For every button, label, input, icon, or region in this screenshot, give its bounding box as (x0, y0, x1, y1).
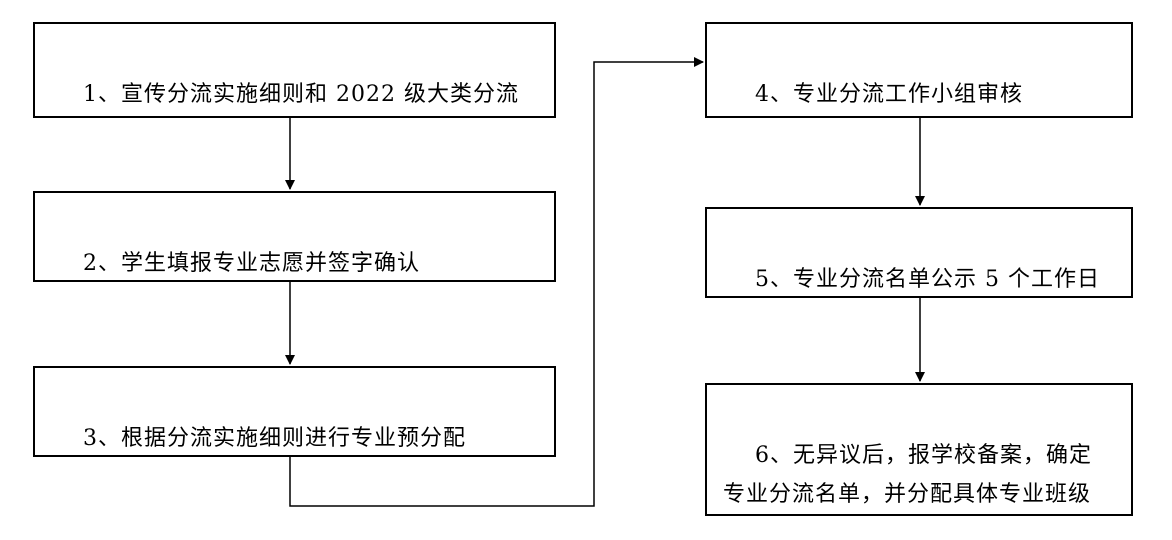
step-2-text: 2、学生填报专业志愿并签字确认 (82, 251, 420, 276)
step-4-text: 4、专业分流工作小组审核 (754, 82, 1023, 107)
step-1-text: 1、宣传分流实施细则和 2022 级大类分流有关数据（遥感测绘类） (82, 82, 519, 107)
step-6-text: 6、无异议后，报学校备案，确定专业分流名单，并分配具体专业班级 (723, 443, 1092, 507)
step-5-text: 5、专业分流名单公示 5 个工作日 (754, 267, 1100, 292)
step-3-text: 3、根据分流实施细则进行专业预分配 (82, 426, 466, 451)
step-5-box: 5、专业分流名单公示 5 个工作日 (705, 207, 1133, 298)
step-1-box: 1、宣传分流实施细则和 2022 级大类分流有关数据（遥感测绘类） (33, 22, 556, 118)
step-2-box: 2、学生填报专业志愿并签字确认 (33, 191, 556, 282)
connector-3-to-4 (289, 57, 704, 507)
step-3-box: 3、根据分流实施细则进行专业预分配 (33, 366, 556, 457)
step-6-box: 6、无异议后，报学校备案，确定专业分流名单，并分配具体专业班级 (705, 383, 1133, 516)
step-4-box: 4、专业分流工作小组审核 (705, 22, 1133, 118)
